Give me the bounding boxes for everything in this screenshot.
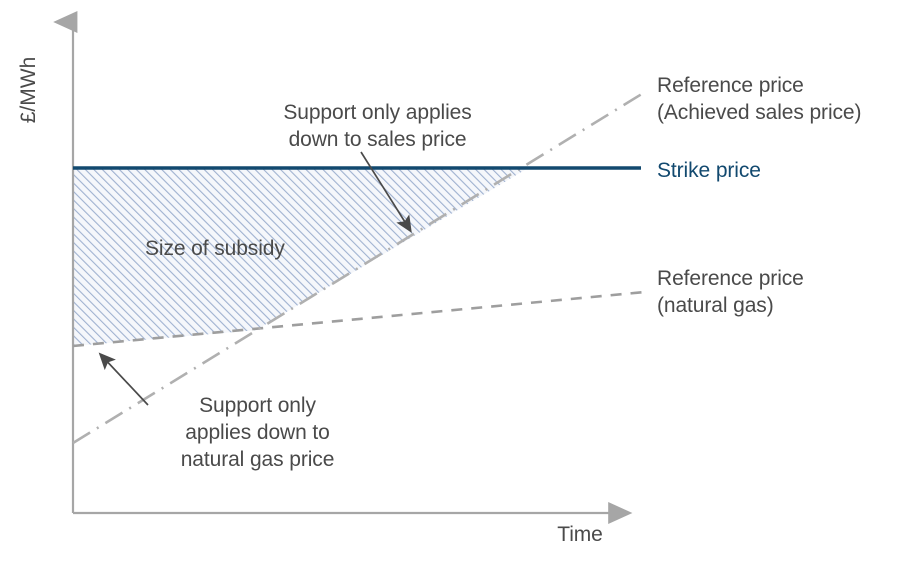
legend-strike-price: Strike price [657, 159, 761, 182]
annotation-sales-price-line2: down to sales price [288, 128, 467, 151]
annotation-sales-price: Support only applies down to sales price [255, 99, 500, 153]
subsidy-region [73, 168, 645, 346]
subsidy-region-label: Size of subsidy [145, 237, 285, 260]
legend-item-natural-gas: Reference price (natural gas) [657, 265, 897, 319]
annotation-sales-price-line1: Support only applies [283, 101, 472, 124]
x-axis-label: Time [557, 523, 603, 546]
annotation-natural-gas: Support only applies down to natural gas… [150, 392, 365, 473]
annotation-natural-gas-line2: applies down to [185, 421, 330, 444]
legend-achieved-sales-price-line2: (Achieved sales price) [657, 101, 862, 124]
annotation-natural-gas-line1: Support only [199, 394, 316, 417]
annotation-arrow-natural-gas [98, 352, 149, 406]
legend-achieved-sales-price-line1: Reference price [657, 74, 804, 97]
legend-natural-gas-line2: (natural gas) [657, 294, 774, 317]
annotation-natural-gas-line3: natural gas price [180, 448, 335, 471]
y-axis-label-text: £/MWh [17, 56, 40, 124]
annotation-arrow-sales-price [360, 151, 412, 233]
legend-item-achieved-sales-price: Reference price (Achieved sales price) [657, 72, 897, 126]
series-line-natural-gas [72, 290, 646, 348]
y-axis-label: £/MWh [14, 20, 44, 160]
legend-natural-gas-line1: Reference price [657, 267, 804, 290]
